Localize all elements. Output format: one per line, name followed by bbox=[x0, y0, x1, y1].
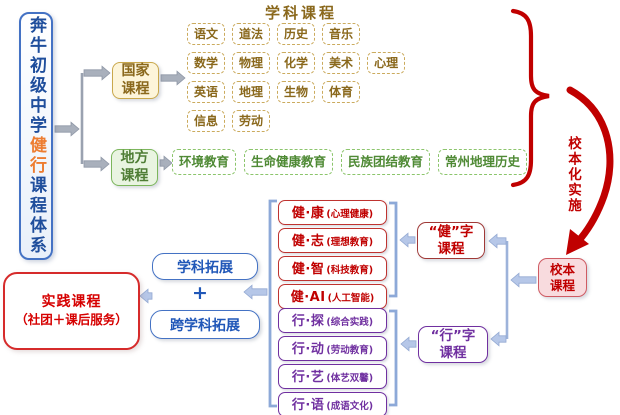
subject-box: 地理 bbox=[232, 81, 271, 103]
subject-row-4: 信息 劳动 bbox=[187, 110, 405, 132]
school-course-label-line1: 校本 bbox=[549, 262, 575, 278]
arrow-school-to-branch bbox=[510, 272, 537, 288]
subject-box: 心理 bbox=[367, 52, 406, 74]
subject-box: 体育 bbox=[322, 81, 361, 103]
subject-box: 劳动 bbox=[232, 110, 271, 132]
local-course-item: 民族团结教育 bbox=[341, 149, 431, 175]
xing-item-box: 行·艺(体艺双馨) bbox=[278, 364, 387, 389]
lists-left-bracket bbox=[268, 199, 277, 408]
xing-item-sub: (综合实践) bbox=[326, 317, 374, 328]
jian-item-box: 健·志(理想教育) bbox=[278, 228, 387, 253]
xing-item-sub: (体艺双馨) bbox=[326, 373, 374, 384]
arrow-branch-to-national bbox=[83, 65, 111, 81]
subject-box: 音乐 bbox=[322, 23, 361, 45]
jian-item-main: 健·AI bbox=[290, 290, 326, 305]
subject-grid: 语文 道法 历史 音乐 数学 物理 化学 美术 心理 英语 地理 生物 体育 信… bbox=[187, 23, 406, 132]
subject-box: 信息 bbox=[187, 110, 226, 132]
xing-item-sub: (劳动教育) bbox=[326, 345, 374, 356]
xing-item-box: 行·动(劳动教育) bbox=[278, 336, 387, 361]
xing-item-main: 行·动 bbox=[291, 342, 325, 357]
root-curriculum-title: 奔牛初级中学健行课程体系 bbox=[21, 16, 51, 256]
root-title-bottom: 课程体系 bbox=[26, 176, 46, 256]
national-course-box: 国家 课程 bbox=[112, 62, 159, 99]
jian-item-main: 健·康 bbox=[291, 206, 325, 221]
local-course-items: 环境教育 生命健康教育 民族团结教育 常州地理历史 bbox=[172, 149, 528, 175]
xing-item-main: 行·语 bbox=[291, 398, 325, 413]
practice-course-line2: （社团＋课后服务） bbox=[15, 312, 128, 327]
subject-extension-box: 学科拓展 bbox=[152, 253, 258, 280]
arrow-branch-to-xing bbox=[490, 331, 507, 347]
local-course-item: 环境教育 bbox=[172, 149, 237, 175]
xing-item-main: 行·艺 bbox=[291, 370, 325, 385]
jian-item-sub: (理想教育) bbox=[326, 237, 374, 248]
jian-course-label-line1: “健”字 bbox=[428, 224, 474, 241]
jian-course-label-line2: 课程 bbox=[437, 240, 465, 257]
national-course-label-line1: 国家 bbox=[121, 63, 150, 80]
root-title-highlight: 健行 bbox=[26, 136, 46, 176]
xing-course-list: 行·探(综合实践) 行·动(劳动教育) 行·艺(体艺双馨) 行·语(成语文化) bbox=[278, 308, 387, 415]
root-title-top: 奔牛初级中学 bbox=[26, 16, 46, 136]
arrow-lists-to-extension bbox=[243, 284, 268, 300]
subject-box: 语文 bbox=[187, 23, 226, 45]
plus-sign: + bbox=[192, 282, 208, 304]
jian-item-box: 健·AI(人工智能) bbox=[278, 284, 387, 309]
school-based-implementation-label: 校本化实施 bbox=[565, 136, 581, 214]
subject-row-3: 英语 地理 生物 体育 bbox=[187, 81, 405, 103]
practice-course-line1: 实践课程 bbox=[41, 294, 102, 311]
subject-box: 道法 bbox=[232, 23, 271, 45]
xing-course-box: “行”字 课程 bbox=[418, 326, 488, 363]
curved-arrow-head bbox=[566, 229, 589, 255]
subject-box: 物理 bbox=[232, 52, 271, 74]
xing-item-box: 行·探(综合实践) bbox=[278, 308, 387, 333]
school-based-course-box: 校本 课程 bbox=[538, 258, 587, 297]
subject-box: 化学 bbox=[277, 52, 316, 74]
cross-subject-extension-box: 跨学科拓展 bbox=[150, 310, 260, 339]
arrow-national-to-subjects bbox=[160, 70, 186, 86]
xing-right-bracket bbox=[389, 309, 398, 407]
subject-box: 数学 bbox=[187, 52, 226, 74]
subject-row-1: 语文 道法 历史 音乐 bbox=[187, 23, 405, 45]
national-course-label-line2: 课程 bbox=[121, 80, 150, 97]
subject-box: 历史 bbox=[277, 23, 316, 45]
local-course-label-line2: 课程 bbox=[120, 167, 149, 184]
xing-item-main: 行·探 bbox=[291, 314, 325, 329]
arrow-local-to-items bbox=[159, 155, 173, 171]
arrow-extension-to-practice bbox=[139, 288, 153, 304]
arrow-jian-to-list bbox=[399, 232, 416, 248]
xing-course-label-line1: “行”字 bbox=[430, 328, 476, 345]
arrow-xing-to-list bbox=[400, 336, 417, 352]
local-course-item: 生命健康教育 bbox=[244, 149, 334, 175]
jian-item-main: 健·志 bbox=[291, 234, 325, 249]
jian-item-sub: (心理健康) bbox=[326, 209, 374, 220]
jian-item-main: 健·智 bbox=[291, 262, 325, 277]
local-course-label-line1: 地方 bbox=[120, 150, 149, 167]
subject-box: 英语 bbox=[187, 81, 226, 103]
local-course-item: 常州地理历史 bbox=[438, 149, 528, 175]
local-course-box: 地方 课程 bbox=[111, 149, 158, 186]
jian-item-sub: (科技教育) bbox=[326, 265, 374, 276]
jian-item-sub: (人工智能) bbox=[327, 293, 375, 304]
subject-box: 生物 bbox=[277, 81, 316, 103]
xing-item-sub: (成语文化) bbox=[326, 401, 374, 412]
arrow-branch-to-jian bbox=[488, 233, 507, 249]
jian-item-box: 健·康(心理健康) bbox=[278, 200, 387, 225]
jian-item-box: 健·智(科技教育) bbox=[278, 256, 387, 281]
school-course-label-line2: 课程 bbox=[549, 277, 575, 293]
subject-course-title: 学科课程 bbox=[264, 4, 337, 22]
xing-course-label-line2: 课程 bbox=[439, 344, 467, 361]
subject-row-2: 数学 物理 化学 美术 心理 bbox=[187, 52, 406, 74]
subject-box: 美术 bbox=[322, 52, 361, 74]
root-curriculum-title-box: 奔牛初级中学健行课程体系 bbox=[19, 12, 53, 260]
jian-right-bracket bbox=[389, 201, 398, 298]
arrow-branch-to-local bbox=[83, 156, 110, 172]
arrow-root-to-branch bbox=[54, 121, 80, 137]
practice-course-box: 实践课程 （社团＋课后服务） bbox=[3, 272, 140, 350]
jian-course-box: “健”字 课程 bbox=[417, 222, 485, 259]
jian-course-list: 健·康(心理健康) 健·志(理想教育) 健·智(科技教育) 健·AI(人工智能) bbox=[278, 200, 387, 309]
xing-item-box: 行·语(成语文化) bbox=[278, 392, 387, 415]
